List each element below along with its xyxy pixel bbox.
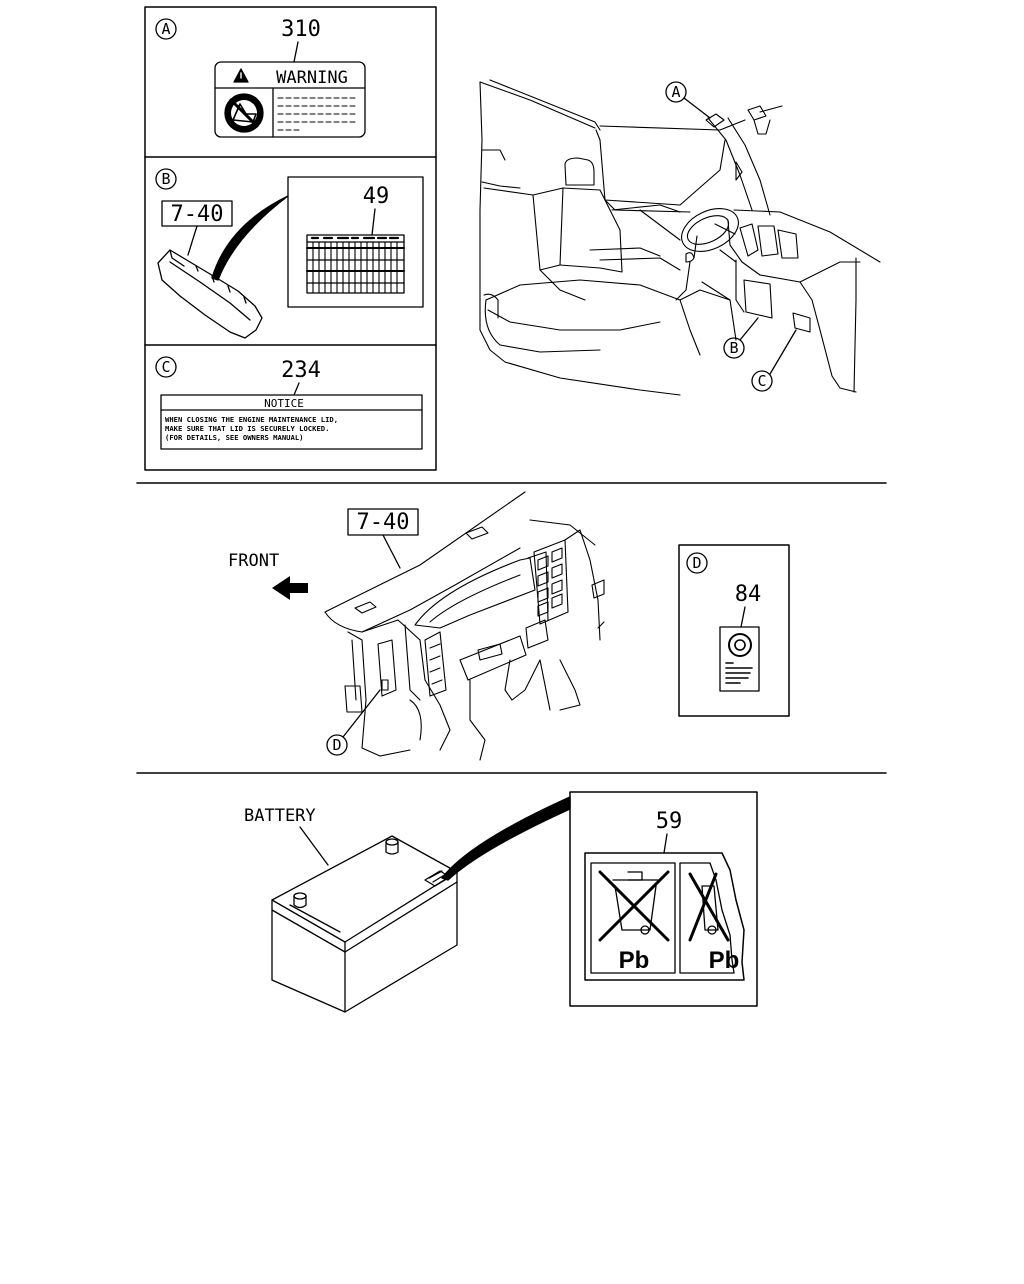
crossed-bin-icon-1 — [598, 870, 670, 942]
label-84 — [719, 626, 760, 692]
svg-text:B: B — [729, 339, 738, 357]
cab-interior-view — [479, 79, 881, 396]
dashboard-view: 7-40 FRONT — [228, 491, 605, 761]
part-number-234: 234 — [281, 358, 321, 383]
notice-label: NOTICE WHEN CLOSING THE ENGINE MAINTENAN… — [160, 394, 423, 450]
warning-triangle-icon — [233, 68, 249, 83]
reference-7-40-b: 7-40 — [171, 202, 224, 227]
panel-a: A 310 WARNING — [155, 17, 366, 138]
callout-b-label: B — [161, 170, 170, 188]
notice-line-1: WHEN CLOSING THE ENGINE MAINTENANCE LID, — [165, 415, 338, 424]
part-number-310: 310 — [281, 17, 321, 42]
warning-label: WARNING — [214, 61, 366, 138]
notice-line-3: (FOR DETAILS, SEE OWNERS MANUAL) — [165, 433, 303, 442]
fuse-box-cover — [157, 249, 263, 339]
callout-a-label: A — [161, 20, 170, 38]
svg-text:C: C — [757, 372, 766, 390]
front-label: FRONT — [228, 551, 279, 571]
pb-symbol-1: Pb — [619, 947, 650, 974]
interior-callout-a: A — [665, 81, 711, 119]
dashboard-callout-d: D — [326, 689, 381, 756]
panel-d: D 84 — [678, 544, 790, 717]
panel-b: B 7-40 49 — [155, 168, 424, 339]
part-number-49: 49 — [363, 184, 390, 209]
warning-label-title: WARNING — [276, 68, 348, 88]
svg-text:A: A — [671, 83, 680, 101]
svg-text:D: D — [332, 736, 341, 754]
reference-7-40-dash: 7-40 — [357, 510, 410, 535]
callout-c-label: C — [161, 358, 170, 376]
fuse-label-chart — [306, 234, 405, 294]
interior-callout-b: B — [723, 317, 759, 359]
part-number-59: 59 — [656, 809, 683, 834]
recycle-label-59: Pb Pb — [584, 852, 745, 981]
callout-d-label: D — [692, 554, 701, 572]
battery-view: BATTERY 59 — [244, 791, 758, 1013]
no-child-seat-icon — [224, 93, 264, 133]
gear-symbol-icon — [728, 633, 752, 657]
crossed-bin-icon-2 — [688, 872, 730, 942]
interior-callout-c: C — [751, 329, 797, 392]
pb-symbol-2: Pb — [709, 947, 740, 974]
front-arrow-icon — [272, 576, 308, 600]
label-panels-group — [144, 6, 437, 471]
battery-body — [271, 835, 458, 1013]
notice-title: NOTICE — [264, 397, 304, 410]
part-number-84: 84 — [735, 582, 762, 607]
leader-wedge-battery — [441, 796, 571, 881]
notice-line-2: MAKE SURE THAT LID IS SECURELY LOCKED. — [165, 424, 329, 433]
warning-text-lines — [277, 97, 359, 131]
panel-c: C 234 NOTICE WHEN CLOSING THE ENGINE MAI… — [155, 356, 423, 450]
battery-label: BATTERY — [244, 806, 316, 826]
